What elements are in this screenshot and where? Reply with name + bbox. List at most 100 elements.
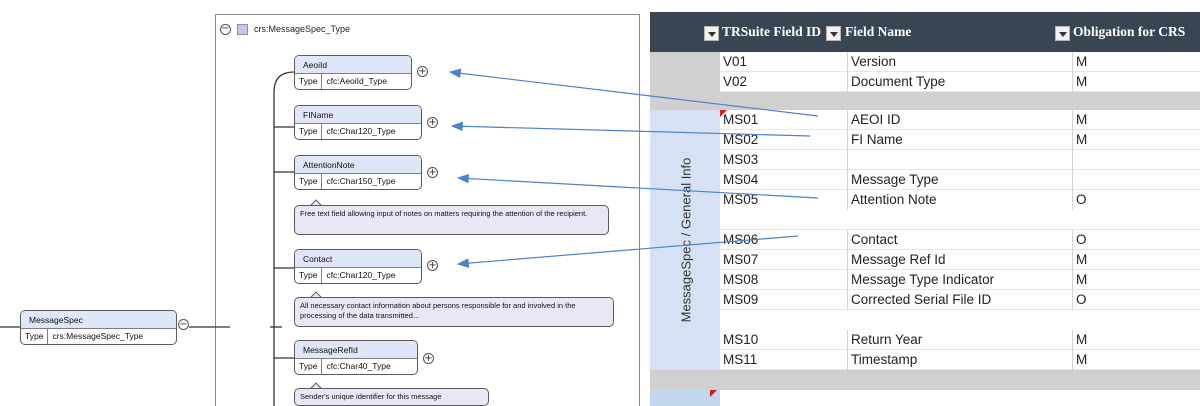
type-label: Type: [295, 74, 323, 89]
cell-field-id[interactable]: V02: [723, 74, 748, 89]
header-field-name: Field Name: [845, 24, 912, 39]
cell-field-name[interactable]: Version: [847, 52, 1072, 72]
comment-indicator[interactable]: [710, 390, 717, 397]
expand-icon[interactable]: +: [427, 117, 438, 128]
cell-field-id[interactable]: MS10: [723, 332, 759, 347]
cell-field-id[interactable]: MS11: [723, 352, 758, 367]
cell-obligation[interactable]: O: [1072, 290, 1200, 310]
cell-field-id[interactable]: MS02: [723, 132, 759, 147]
expand-icon[interactable]: +: [427, 260, 438, 271]
field-mapping-sheet: TRSuite Field ID Field Name Obligation f…: [650, 12, 1200, 406]
element-name: FIName: [295, 106, 421, 124]
cell-field-name[interactable]: Message Ref Id: [847, 250, 1072, 270]
cell-obligation[interactable]: M: [1072, 130, 1200, 150]
group-cell-next: [650, 390, 720, 406]
cell-field-id[interactable]: MS06: [723, 232, 759, 247]
type-label: Type: [295, 124, 323, 139]
note-message-ref: Sender's unique identifier for this mess…: [294, 388, 489, 406]
cell-field-id[interactable]: MS09: [723, 292, 759, 307]
element-type: cfc:Char40_Type: [326, 361, 391, 371]
cell-field-id[interactable]: MS05: [723, 192, 759, 207]
filter-dropdown-icon[interactable]: [826, 26, 841, 41]
filter-dropdown-icon[interactable]: [1055, 26, 1070, 41]
cell-field-name[interactable]: [847, 150, 1072, 170]
cell-obligation[interactable]: O: [1072, 190, 1200, 210]
cell-obligation[interactable]: M: [1072, 250, 1200, 270]
collapse-icon[interactable]: −: [220, 22, 231, 35]
header-field-id: TRSuite Field ID: [722, 24, 822, 39]
separator-band: [650, 92, 1200, 110]
root-element-messagespec[interactable]: MessageSpec Type crs:MessageSpec_Type: [20, 310, 177, 345]
element-finame[interactable]: FIName Type cfc:Char120_Type: [294, 105, 422, 140]
element-type: cfc:Char150_Type: [326, 176, 396, 186]
panel-title: crs:MessageSpec_Type: [254, 24, 351, 34]
separator-band: [650, 370, 1200, 390]
expand-icon[interactable]: +: [417, 66, 428, 77]
cell-field-id[interactable]: MS08: [723, 272, 759, 287]
type-label: Type: [295, 268, 323, 283]
cell-field-name[interactable]: Contact: [847, 230, 1072, 250]
cell-obligation[interactable]: M: [1072, 72, 1200, 92]
table-row[interactable]: MS03: [720, 150, 1200, 170]
element-contact[interactable]: Contact Type cfc:Char120_Type: [294, 249, 422, 284]
element-attentionnote[interactable]: AttentionNote Type cfc:Char150_Type: [294, 155, 422, 190]
cell-obligation[interactable]: [1072, 170, 1200, 190]
element-name: AttentionNote: [295, 156, 421, 174]
cell-field-name[interactable]: Timestamp: [847, 350, 1072, 370]
element-aeoiid[interactable]: AeoiId Type cfc:AeoiId_Type: [294, 55, 412, 90]
cell-obligation[interactable]: M: [1072, 110, 1200, 130]
cell-field-name[interactable]: AEOI ID: [847, 110, 1072, 130]
cell-obligation[interactable]: M: [1072, 52, 1200, 72]
cell-obligation[interactable]: M: [1072, 330, 1200, 350]
group-label: MessageSpec / General Info: [678, 157, 694, 323]
cell-obligation[interactable]: [1072, 150, 1200, 170]
note-attention: Free text field allowing input of notes …: [294, 205, 609, 235]
complex-type-icon: [237, 23, 248, 35]
root-element-name: MessageSpec: [21, 311, 176, 329]
cell-obligation[interactable]: O: [1072, 230, 1200, 250]
cell-field-id[interactable]: MS01: [723, 112, 759, 127]
cell-field-id[interactable]: MS04: [723, 172, 759, 187]
cell-field-id[interactable]: MS03: [723, 152, 759, 167]
cell-obligation[interactable]: M: [1072, 350, 1200, 370]
element-messagerefid[interactable]: MessageRefId Type cfc:Char40_Type: [294, 340, 418, 375]
cell-field-id[interactable]: V01: [723, 54, 748, 69]
cell-field-name[interactable]: Return Year: [847, 330, 1072, 350]
element-name: Contact: [295, 250, 421, 268]
cell-field-name[interactable]: Corrected Serial File ID: [847, 290, 1072, 310]
expand-icon[interactable]: +: [423, 353, 434, 364]
collapse-icon[interactable]: −: [178, 319, 189, 330]
type-label: Type: [21, 329, 49, 344]
table-row[interactable]: MS04 Message Type: [720, 170, 1200, 190]
cell-field-id[interactable]: MS07: [723, 252, 759, 267]
element-type: cfc:Char120_Type: [326, 126, 396, 136]
cell-field-name[interactable]: Document Type: [847, 72, 1072, 92]
element-type: cfc:Char120_Type: [326, 270, 396, 280]
element-name: MessageRefId: [295, 341, 417, 359]
cell-field-name[interactable]: FI Name: [847, 130, 1072, 150]
element-type: cfc:AeoiId_Type: [326, 76, 387, 86]
filter-dropdown-icon[interactable]: [704, 26, 719, 41]
cell-field-name[interactable]: Message Type Indicator: [847, 270, 1072, 290]
note-contact: All necessary contact information about …: [294, 297, 614, 327]
cell-field-name[interactable]: Attention Note: [847, 190, 1072, 210]
expand-icon[interactable]: +: [427, 167, 438, 178]
type-label: Type: [295, 174, 323, 189]
group-cell-messagespec: MessageSpec / General Info: [650, 110, 720, 370]
header-obligation: Obligation for CRS: [1073, 24, 1186, 39]
type-label: Type: [295, 359, 323, 374]
cell-field-name[interactable]: Message Type: [847, 170, 1072, 190]
sheet-header-row: TRSuite Field ID Field Name Obligation f…: [650, 12, 1200, 52]
cell-obligation[interactable]: M: [1072, 270, 1200, 290]
